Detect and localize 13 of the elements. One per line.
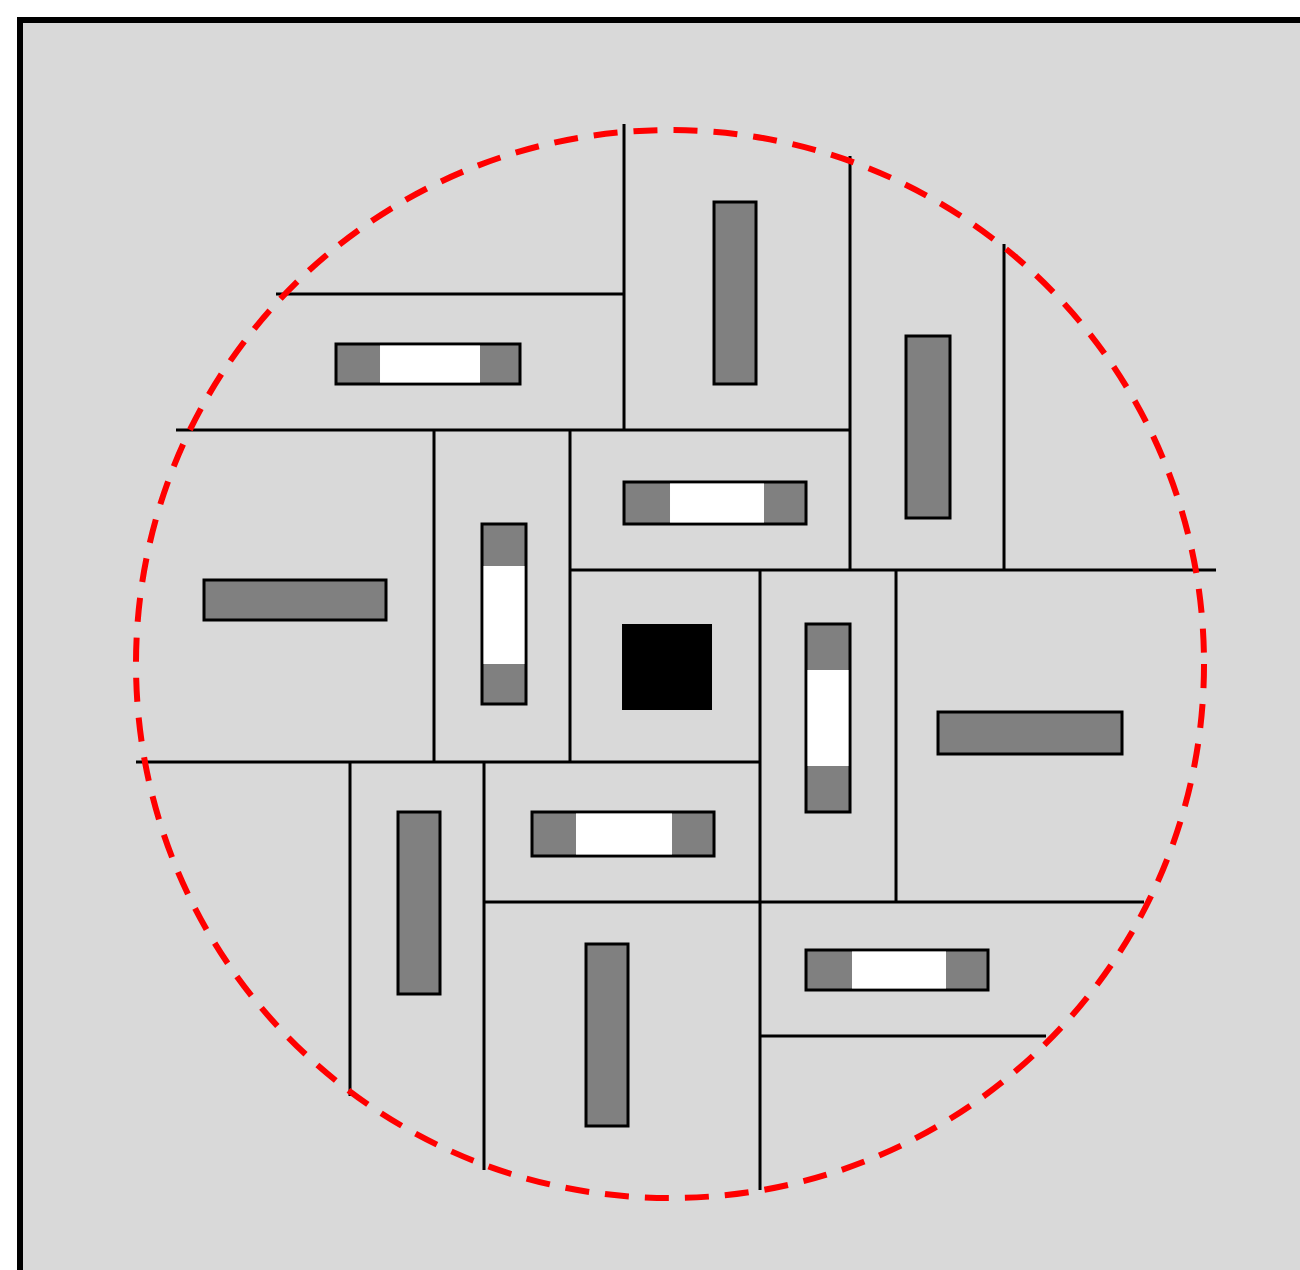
component (480, 522, 528, 706)
component (804, 948, 990, 992)
component (334, 342, 522, 386)
component (712, 200, 758, 386)
component (530, 810, 716, 858)
component (904, 334, 952, 520)
square-component (622, 624, 712, 710)
component (804, 622, 852, 814)
component (622, 480, 808, 526)
component (584, 942, 630, 1128)
component (396, 810, 442, 996)
component (936, 710, 1124, 756)
component (202, 578, 388, 622)
